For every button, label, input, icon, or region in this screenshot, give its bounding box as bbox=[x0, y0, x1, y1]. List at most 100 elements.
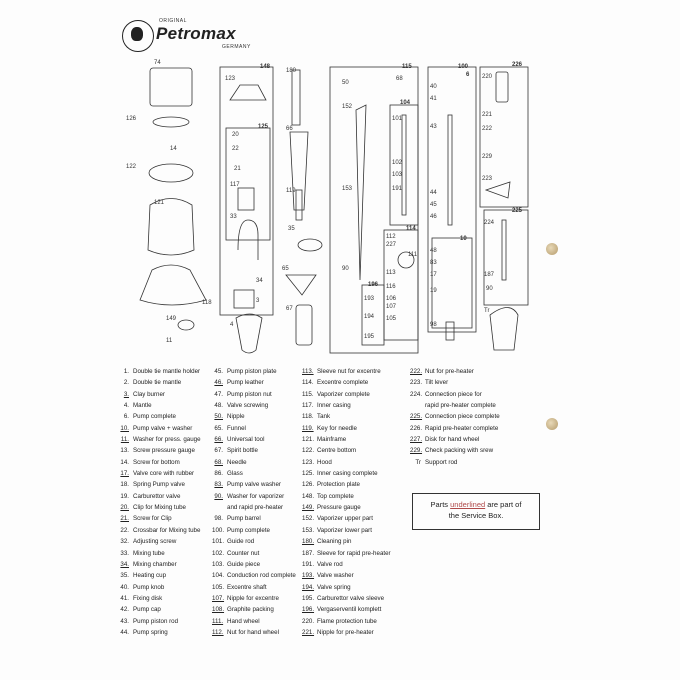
part-number: 187 bbox=[484, 272, 495, 278]
part-description: Funnel bbox=[227, 424, 246, 432]
parts-list-row: 101.Guide rod bbox=[212, 536, 296, 547]
part-number-label: 102. bbox=[212, 549, 225, 557]
part-number: 180 bbox=[286, 68, 297, 74]
part-number: 90 bbox=[342, 266, 349, 272]
heating-cup-drawing bbox=[297, 238, 323, 252]
parts-list-row: 114.Excentre complete bbox=[302, 377, 391, 388]
part-number: 113 bbox=[386, 270, 396, 276]
part-number: 83 bbox=[430, 260, 437, 266]
part-number: 66 bbox=[286, 126, 293, 132]
part-number: 4 bbox=[230, 322, 234, 328]
part-description: Inner casing complete bbox=[317, 470, 378, 478]
part-description: Pump complete bbox=[227, 526, 270, 534]
part-number: 10 bbox=[460, 236, 467, 242]
part-number: 44 bbox=[430, 190, 437, 196]
part-number: 225 bbox=[512, 208, 523, 214]
part-number-label: 223. bbox=[410, 379, 423, 387]
part-number: 194 bbox=[364, 314, 375, 320]
parts-list-row: 44.Pump spring bbox=[118, 627, 201, 638]
part-number: 14 bbox=[170, 146, 177, 152]
part-description: Vaporizer lower part bbox=[317, 526, 372, 534]
part-number-label: 148. bbox=[302, 492, 315, 500]
logo-brand-text: Petromax bbox=[156, 24, 236, 43]
part-number: 122 bbox=[126, 164, 137, 170]
parts-list-row: rapid pre-heater complete bbox=[410, 400, 500, 411]
part-number: 33 bbox=[230, 214, 237, 220]
part-number-label: 122. bbox=[302, 447, 315, 455]
part-number-label: 3. bbox=[123, 390, 129, 398]
part-number-label: 118. bbox=[302, 413, 314, 421]
parts-list-row: 14.Screw for bottom bbox=[118, 457, 201, 468]
part-number-label: 191. bbox=[302, 560, 315, 568]
key-for-needle-drawing bbox=[295, 189, 303, 221]
part-description: Pump valve + washer bbox=[133, 424, 193, 432]
part-number-label: 4. bbox=[123, 402, 129, 410]
parts-list-row: 10. Pump valve + washer bbox=[118, 423, 201, 434]
parts-list-row: 6.Pump complete bbox=[118, 411, 201, 422]
parts-list-row: and rapid pre-heater bbox=[212, 502, 296, 513]
legend-prefix: Parts bbox=[430, 500, 451, 509]
protection-plate-drawing bbox=[152, 116, 190, 128]
part-number: 6 bbox=[466, 72, 470, 78]
part-description: Tilt lever bbox=[425, 379, 449, 387]
part-number-label: 68. bbox=[214, 458, 223, 466]
part-description: Double tie mantle holder bbox=[133, 368, 201, 375]
part-number-label: 119. bbox=[302, 424, 314, 432]
part-number-label: 149. bbox=[302, 504, 315, 512]
part-number-label: 2. bbox=[123, 379, 129, 387]
part-description: Sleeve for rapid pre-heater bbox=[317, 549, 391, 557]
part-number-label: 46. bbox=[214, 379, 223, 387]
part-number: 117 bbox=[230, 182, 240, 188]
parts-list-row: 68.Needle bbox=[212, 457, 296, 468]
part-description: Tank bbox=[317, 413, 331, 421]
part-description: Excentre complete bbox=[317, 379, 369, 387]
logo-seal-icon bbox=[122, 20, 154, 52]
parts-list-row: 196.Vergaserventil komplett bbox=[302, 604, 391, 615]
part-number-label: 105. bbox=[212, 583, 225, 591]
part-number: 41 bbox=[430, 96, 437, 102]
part-description: Hood bbox=[317, 458, 332, 466]
parts-list-row: 86.Glass bbox=[212, 468, 296, 479]
part-number: 107 bbox=[386, 304, 397, 310]
part-number-label: 107. bbox=[212, 594, 225, 602]
part-number-label: 152. bbox=[302, 515, 315, 523]
part-number-label: 194. bbox=[302, 583, 315, 591]
part-description: Crossbar for Mixing tube bbox=[133, 526, 201, 534]
part-number-label: 126. bbox=[302, 481, 315, 489]
logo-original-text: ORIGINAL bbox=[159, 18, 187, 24]
parts-list-row: 50.Nipple bbox=[212, 411, 296, 422]
part-number: 101 bbox=[392, 116, 403, 122]
part-number: 119 bbox=[286, 188, 296, 194]
part-number-label: 180. bbox=[302, 538, 315, 546]
part-number-label: 113. bbox=[302, 368, 314, 375]
parts-list-row: 47.Pump piston nut bbox=[212, 389, 296, 400]
box-104 bbox=[389, 104, 419, 226]
part-description: and rapid pre-heater bbox=[227, 504, 284, 512]
part-number-label: 10. bbox=[120, 424, 129, 432]
part-description: Spring Pump valve bbox=[133, 481, 185, 489]
part-description: Valve screwing bbox=[227, 402, 269, 410]
part-number-label: 66. bbox=[214, 436, 223, 444]
part-number: 195 bbox=[364, 334, 375, 340]
parts-list-row: 194.Valve spring bbox=[302, 582, 391, 593]
part-number-label: 125. bbox=[302, 470, 315, 478]
part-number: 104 bbox=[400, 100, 411, 106]
part-number-label: 224. bbox=[410, 390, 423, 398]
part-number-label: 187. bbox=[302, 549, 315, 557]
part-number: 115 bbox=[402, 64, 412, 70]
part-description: Inner casing bbox=[317, 402, 351, 410]
mantle-drawing bbox=[235, 313, 263, 354]
part-description: Pump valve washer bbox=[227, 481, 281, 489]
box-196 bbox=[361, 284, 385, 346]
part-description: Pump spring bbox=[133, 628, 168, 636]
part-number: 149 bbox=[166, 316, 177, 322]
part-number-label: 17. bbox=[120, 470, 129, 478]
spirit-bottle-drawing bbox=[295, 304, 313, 346]
part-description: Top complete bbox=[317, 492, 354, 500]
diagram-drawing bbox=[139, 66, 529, 354]
part-description: Guide piece bbox=[227, 560, 261, 568]
part-description: Valve core with rubber bbox=[133, 470, 195, 478]
part-number: 65 bbox=[282, 266, 289, 272]
part-number-label: 1. bbox=[123, 368, 129, 375]
support-rod-drawing bbox=[489, 307, 519, 351]
